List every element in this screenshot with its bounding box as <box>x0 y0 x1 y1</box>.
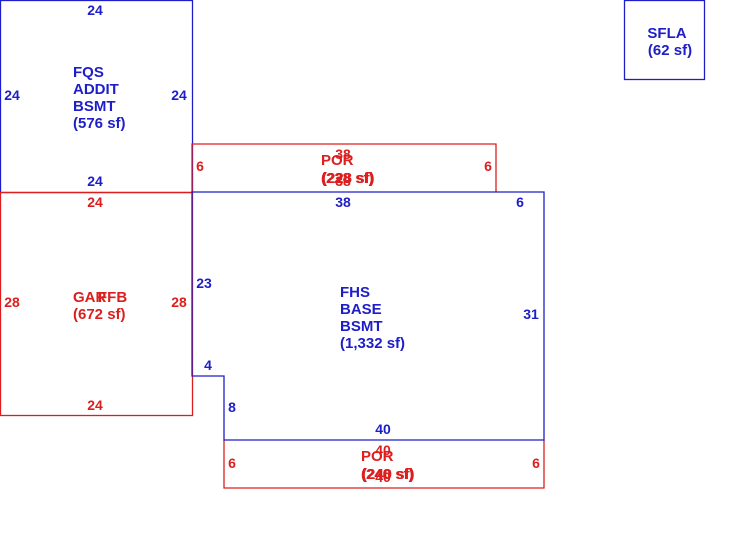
porch-bottom-top-dimension: 40 <box>375 442 391 458</box>
porch-bottom-area-label: (240 sf) <box>361 466 414 483</box>
sfla-area-label: (62 sf) <box>648 42 692 59</box>
garage-area-label: (672 sf) <box>73 306 126 323</box>
porch-top-left-dimension: 6 <box>196 158 204 174</box>
fqs-level-label: BSMT <box>73 98 116 115</box>
fqs-addition-area: 24 24 24 24 FQS ADDIT BSMT (576 sf) <box>0 0 194 194</box>
porch-top-bottom-dimension: 38 <box>335 173 351 189</box>
porch-bottom-bottom-dimension: 40 <box>375 469 391 485</box>
fqs-left-dimension: 24 <box>4 87 20 103</box>
porch-top-top-dimension: 38 <box>335 146 351 162</box>
porch-bottom-name-label: POR <box>361 448 394 465</box>
fhs-top-dimension: 38 <box>335 194 351 210</box>
porch-bottom-area: 40 40 6 6 POR (240 sf) (240 sf) <box>223 440 545 489</box>
fqs-type-label: ADDIT <box>73 81 119 98</box>
fhs-left-dimension: 23 <box>196 275 212 291</box>
porch-top-area-label: (228 sf) <box>321 170 374 187</box>
garage-area: 24 28 28 24 GAR FFB (672 sf) <box>0 191 194 417</box>
fhs-base-area: 38 6 31 23 4 8 40 FHS BASE BSMT (1,332 s… <box>191 191 545 441</box>
fhs-level-label: BSMT <box>340 318 383 335</box>
porch-bottom-area-label-overlap: (240 sf) <box>362 466 415 483</box>
porch-bottom-right-dimension: 6 <box>532 455 540 471</box>
fqs-name-label: FQS <box>73 64 104 81</box>
fhs-name-label: FHS <box>340 284 370 301</box>
porch-top-area-label-overlap: (228 sf) <box>322 170 375 187</box>
porch-bottom-left-dimension: 6 <box>228 455 236 471</box>
fqs-right-dimension: 24 <box>171 87 187 103</box>
sfla-summary-box: SFLA (62 sf) <box>623 0 706 81</box>
garage-right-dimension: 28 <box>171 294 187 310</box>
garage-top-dimension: 24 <box>87 194 103 210</box>
fqs-top-dimension: 24 <box>87 2 103 18</box>
fqs-bottom-dimension: 24 <box>87 173 103 189</box>
porch-top-outline <box>191 143 497 192</box>
sfla-name-label: SFLA <box>647 25 686 42</box>
porch-top-right-dimension: 6 <box>484 158 492 174</box>
porch-bottom-outline <box>223 440 545 489</box>
fhs-type-label: BASE <box>340 301 382 318</box>
fhs-notch-height-dimension: 8 <box>228 399 236 415</box>
fhs-bottom-dimension: 40 <box>375 421 391 437</box>
sfla-outline <box>623 0 706 81</box>
garage-type-label: FFB <box>98 289 127 306</box>
garage-name-label: GAR <box>73 289 107 306</box>
porch-top-name-label: POR <box>321 152 354 169</box>
garage-left-dimension: 28 <box>4 294 20 310</box>
fhs-right-top-dimension: 6 <box>516 194 524 210</box>
fhs-outline <box>191 191 545 441</box>
garage-bottom-dimension: 24 <box>87 397 103 413</box>
fhs-area-label: (1,332 sf) <box>340 335 405 352</box>
fqs-area-label: (576 sf) <box>73 115 126 132</box>
fhs-notch-width-dimension: 4 <box>204 357 212 373</box>
fhs-right-dimension: 31 <box>523 306 539 322</box>
porch-top-area: 38 38 6 6 POR (228 sf) (228 sf) <box>191 143 497 192</box>
